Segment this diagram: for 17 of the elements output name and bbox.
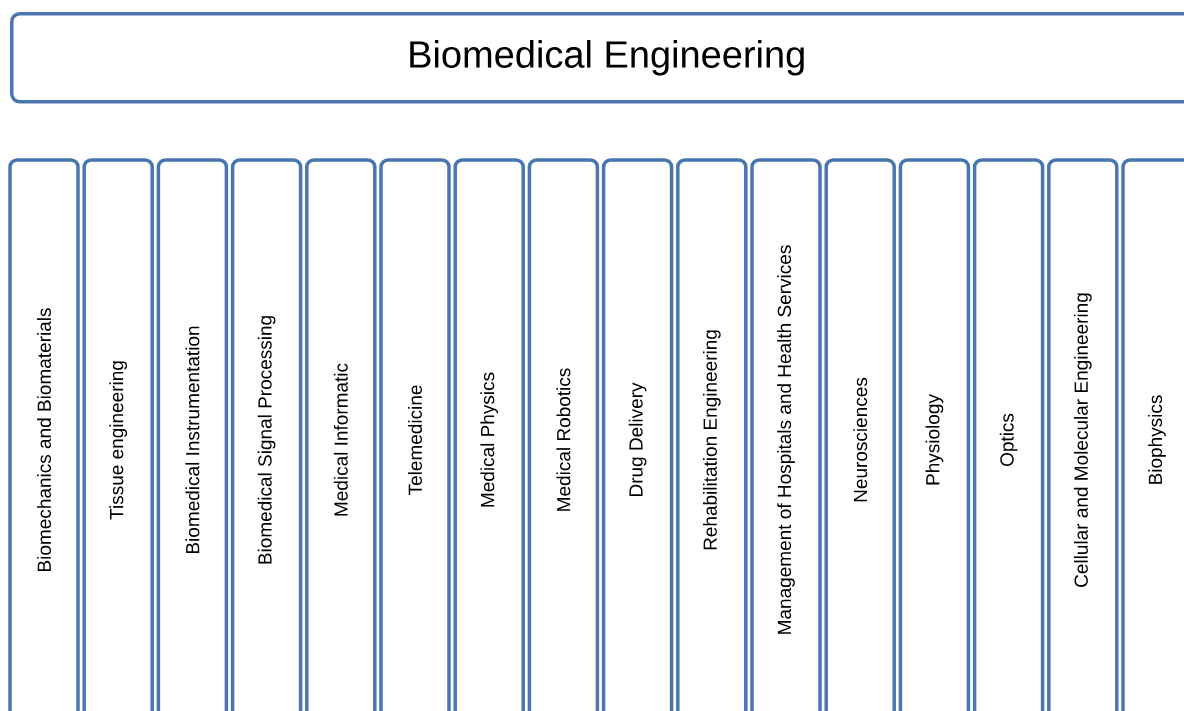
category-box: Drug Delivery xyxy=(601,158,674,711)
category-box: Optics xyxy=(972,158,1045,711)
category-box: Biophysics xyxy=(1121,158,1184,711)
category-box: Biomedical Signal Processing xyxy=(230,158,303,711)
category-box: Neurosciences xyxy=(824,158,896,711)
category-box: Management of Hospitals and Health Services xyxy=(750,158,822,711)
category-box: Physiology xyxy=(898,158,971,711)
category-box: Cellular and Molecular Engineering xyxy=(1047,158,1119,711)
category-box: Medical Informatic xyxy=(305,158,377,711)
category-box: Telemedicine xyxy=(379,158,451,711)
title-box: Biomedical Engineering xyxy=(10,12,1184,104)
category-box: Medical Robotics xyxy=(527,158,600,711)
category-box: Rehabilitation Engineering xyxy=(676,158,748,711)
category-box: Biomedical Instrumentation xyxy=(156,158,229,711)
category-box: Medical Physics xyxy=(453,158,525,711)
category-box: Biomechanics and Biomaterials xyxy=(8,158,80,711)
category-box: Tissue engineering xyxy=(82,158,154,711)
